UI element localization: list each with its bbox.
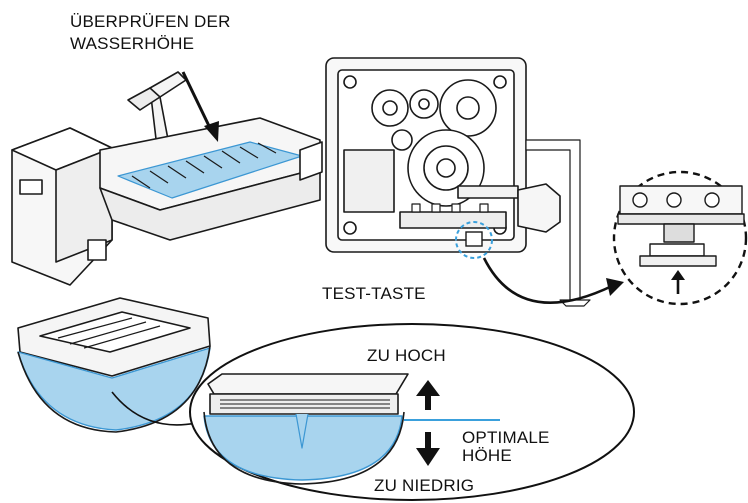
water-level-pointer-arrow — [181, 71, 219, 142]
test-button-label: TEST-TASTE — [322, 284, 426, 303]
control-box — [325, 57, 591, 307]
test-button-zoom-view — [612, 170, 748, 306]
check-water-level-label-line1: ÜBERPRÜFEN DER — [70, 12, 231, 31]
too-low-arrow — [416, 432, 440, 466]
too-high-arrow — [416, 380, 440, 410]
optimal-level-label-line1: OPTIMALE — [462, 428, 550, 447]
zoom-curved-arrow — [482, 257, 624, 304]
test-button-highlight — [455, 221, 493, 259]
tray-cross-section — [203, 373, 409, 485]
too-high-label: ZU HOCH — [367, 346, 446, 365]
test-button — [465, 231, 483, 247]
ice-maker-assembly — [11, 71, 323, 286]
check-water-level-label-line2: WASSERHÖHE — [70, 34, 195, 53]
press-up-arrow — [671, 270, 685, 294]
optimal-level-label-line2: HÖHE — [462, 446, 512, 465]
ice-tray-perspective — [17, 297, 211, 433]
too-low-label: ZU NIEDRIG — [374, 476, 475, 495]
